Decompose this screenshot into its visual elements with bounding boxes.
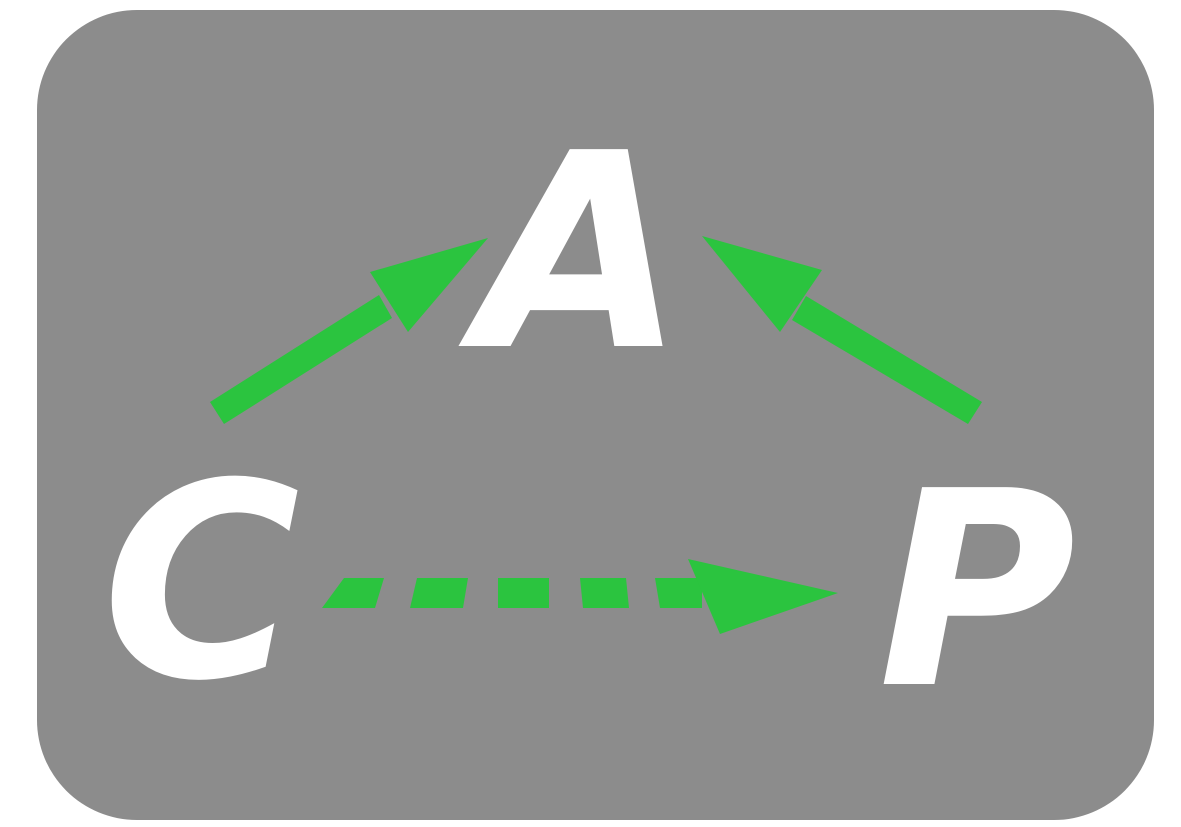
edge-c-to-a-shaft	[210, 295, 392, 424]
edge-c-to-a	[210, 238, 488, 424]
edge-c-to-p-dash-2	[410, 578, 468, 608]
node-p-label: P	[878, 433, 1076, 748]
edge-c-to-p	[322, 559, 838, 634]
edge-c-to-p-dash-4	[580, 578, 629, 608]
edge-p-to-a	[702, 236, 982, 424]
edge-c-to-a-head	[370, 238, 488, 332]
edge-c-to-p-head	[688, 559, 838, 634]
edge-c-to-p-dash-1	[322, 578, 384, 608]
edge-c-to-p-dash-5	[655, 578, 702, 608]
edge-c-to-p-dash-3	[498, 578, 549, 608]
edge-p-to-a-shaft	[792, 296, 982, 424]
edge-p-to-a-head	[702, 236, 822, 332]
node-c-label: C	[102, 425, 301, 740]
node-a-label: A	[476, 95, 685, 410]
